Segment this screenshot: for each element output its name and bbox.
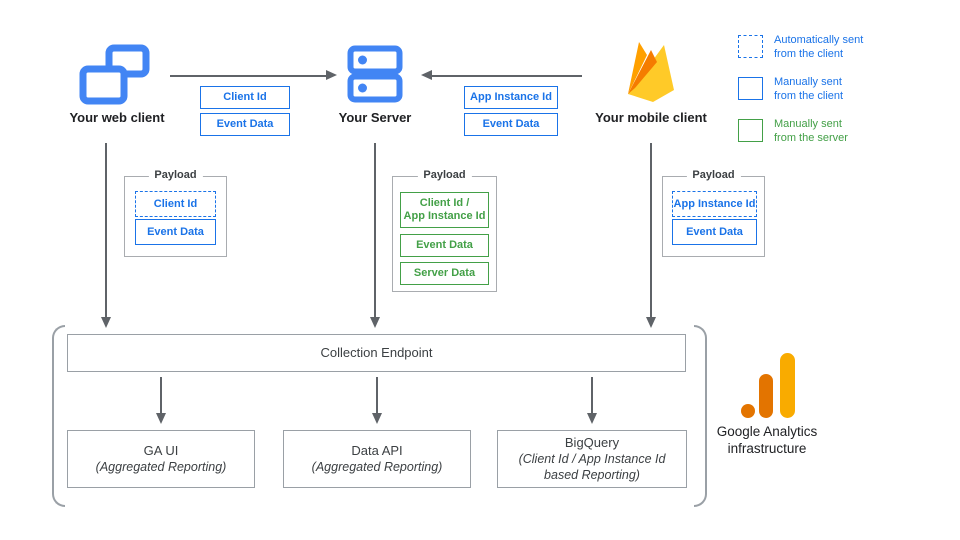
web-to-server-arrowhead-icon <box>326 70 337 80</box>
mobile-to-server-arrow <box>432 75 582 77</box>
data-api-subtitle: (Aggregated Reporting) <box>311 460 443 474</box>
payload-title: Payload <box>686 169 741 181</box>
collection-endpoint-box: Collection Endpoint <box>67 334 686 372</box>
ga-ui-title: GA UI <box>143 443 179 458</box>
web-payload-box: Payload Client Id Event Data <box>124 169 227 257</box>
legend-swatch-solid-green <box>738 119 763 142</box>
ga-logo-medium-bar-icon <box>759 374 773 418</box>
payload-item-server-data: Server Data <box>400 262 489 285</box>
overlapping-windows-icon <box>79 44 150 105</box>
event-data-tag: Event Data <box>464 113 558 136</box>
mobile-client-label: Your mobile client <box>595 110 707 125</box>
endpoint-to-gaui-arrow <box>160 377 162 415</box>
web-down-arrow <box>105 143 107 319</box>
data-api-box: Data API (Aggregated Reporting) <box>283 430 471 488</box>
server-label: Your Server <box>338 110 412 125</box>
mobile-payload-box: Payload App Instance Id Event Data <box>662 169 765 257</box>
mobile-down-arrow <box>650 143 652 319</box>
ga-logo-dot-icon <box>741 404 755 418</box>
event-data-tag: Event Data <box>200 113 290 136</box>
payload-item-event-data: Event Data <box>672 219 757 245</box>
bigquery-title: BigQuery <box>564 435 620 450</box>
payload-item-client-or-app-id: Client Id / App Instance Id <box>400 192 489 228</box>
payload-item-client-id: Client Id <box>135 191 216 217</box>
legend-item-manual-server: Manually sent from the server <box>774 118 848 144</box>
web-down-arrowhead-icon <box>100 317 111 328</box>
payload-item-app-instance-id: App Instance Id <box>672 191 757 217</box>
data-api-title: Data API <box>351 443 403 458</box>
endpoint-to-dataapi-arrow <box>376 377 378 415</box>
infrastructure-bracket-right <box>694 325 707 507</box>
server-down-arrow <box>374 143 376 319</box>
ga-ui-box: GA UI (Aggregated Reporting) <box>67 430 255 488</box>
server-down-arrowhead-icon <box>369 317 380 328</box>
ga-infrastructure-label: Google Analytics infrastructure <box>716 424 818 456</box>
server-payload-box: Payload Client Id / App Instance Id Even… <box>392 169 497 292</box>
bigquery-box: BigQuery (Client Id / App Instance Id ba… <box>497 430 687 488</box>
mobile-down-arrowhead-icon <box>645 317 656 328</box>
collection-endpoint-label: Collection Endpoint <box>320 345 433 360</box>
legend-item-manual-client: Manually sent from the client <box>774 76 844 102</box>
mobile-to-server-arrowhead-icon <box>421 70 432 80</box>
ga-logo-tall-bar-icon <box>780 353 795 418</box>
client-id-tag: Client Id <box>200 86 290 109</box>
firebase-flame-icon <box>628 42 674 102</box>
web-to-server-arrow <box>170 75 327 77</box>
endpoint-to-bigquery-arrowhead-icon <box>586 413 597 424</box>
legend-swatch-solid-blue <box>738 77 763 100</box>
infrastructure-bracket-left <box>52 325 65 507</box>
legend-swatch-dashed-blue <box>738 35 763 58</box>
ga-ui-subtitle: (Aggregated Reporting) <box>95 460 227 474</box>
endpoint-to-dataapi-arrowhead-icon <box>371 413 382 424</box>
web-client-label: Your web client <box>69 110 165 125</box>
server-stack-icon <box>347 45 403 103</box>
bigquery-subtitle: (Client Id / App Instance Id based Repor… <box>518 452 666 482</box>
legend-item-auto-client: Automatically sent from the client <box>774 34 864 60</box>
payload-item-event-data: Event Data <box>135 219 216 245</box>
payload-title: Payload <box>148 169 203 181</box>
payload-title: Payload <box>417 169 472 181</box>
endpoint-to-gaui-arrowhead-icon <box>155 413 166 424</box>
endpoint-to-bigquery-arrow <box>591 377 593 415</box>
app-instance-id-tag: App Instance Id <box>464 86 558 109</box>
payload-item-event-data: Event Data <box>400 234 489 257</box>
